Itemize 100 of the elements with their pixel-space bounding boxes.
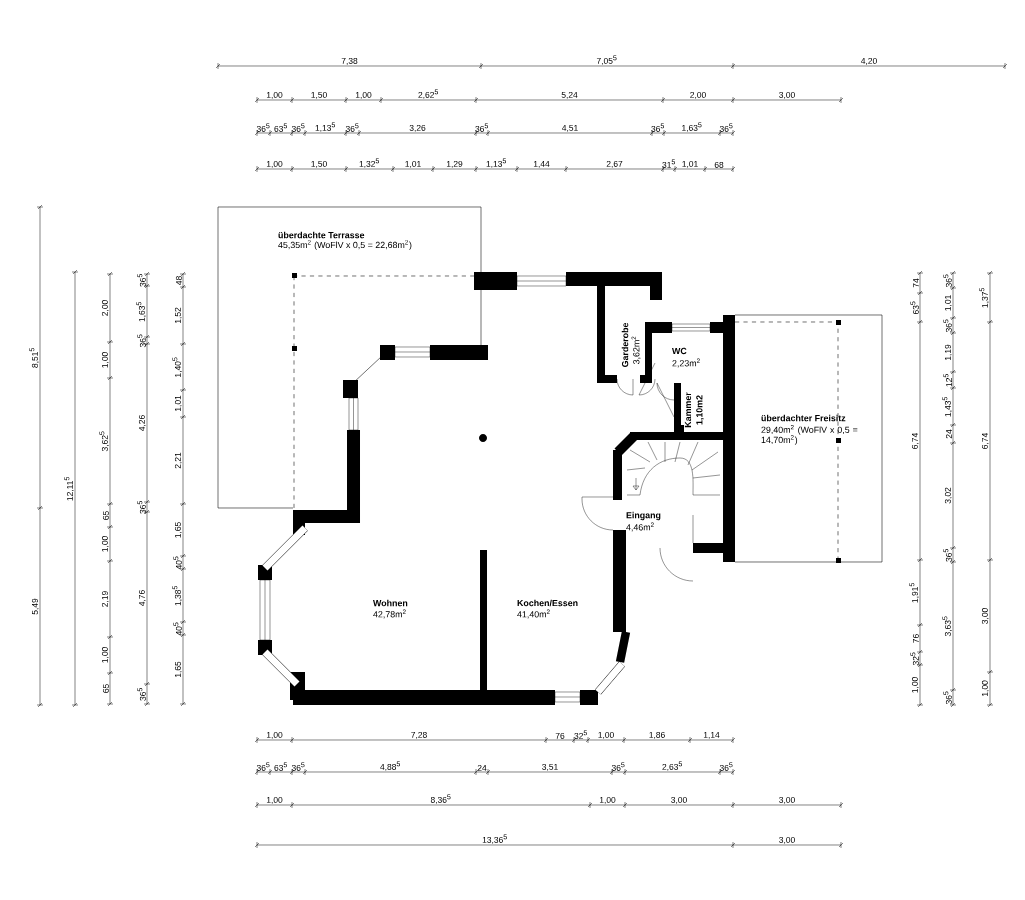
dimension-label: 1,37$^{5}$ xyxy=(979,288,989,308)
dimension-label: 36$^{5}$ xyxy=(943,549,952,562)
dimension-label: 6,74 xyxy=(981,433,989,449)
dimension-label: 7,38 xyxy=(341,57,358,65)
dimension-label: 1,00 xyxy=(266,91,283,99)
dimension-label: 63$^{5}$ xyxy=(274,762,287,771)
room-name: WC xyxy=(672,347,687,355)
dimension-label: 36$^{5}$ xyxy=(611,762,625,771)
dimension-label: 36$^{5}$ xyxy=(719,123,733,132)
dimension-label: 36$^{5}$ xyxy=(137,334,146,348)
dimension-label: 1,00 xyxy=(266,796,283,804)
dimension-label: 7,05$^{5}$ xyxy=(596,55,617,65)
dimension-label: 36$^{5}$ xyxy=(719,762,733,771)
dimension-label: 36$^{5}$ xyxy=(943,691,952,705)
dimension-label: 1,00 xyxy=(355,91,372,99)
dimension-label: 3,00 xyxy=(779,796,795,804)
dimension-label: 36$^{5}$ xyxy=(345,123,359,132)
dimension-label: 36$^{5}$ xyxy=(943,274,952,288)
dimension-label: 36$^{5}$ xyxy=(137,274,146,287)
dimension-label: 1,63$^{5}$ xyxy=(682,122,702,132)
dimension-label: 36$^{5}$ xyxy=(651,123,664,132)
dimension-label: 2,62$^{5}$ xyxy=(418,89,439,99)
dimension-label: 63$^{5}$ xyxy=(910,301,919,315)
area-label: 29,40m$^{2}$ (WoFlV x 0,5 = 14,70m$^{2}$) xyxy=(761,425,858,445)
dimension-label: 3,51 xyxy=(542,763,558,771)
dimension-label: 24 xyxy=(946,429,952,439)
dimension-label: 2,00 xyxy=(101,300,109,316)
dimension-label: 32$^{5}$ xyxy=(574,730,587,739)
dimension-label: 1,50 xyxy=(311,91,327,99)
dimension-label: 1,52 xyxy=(174,307,182,324)
dimension-label: 1,50 xyxy=(311,160,327,168)
dimension-label: 1,65 xyxy=(174,522,182,538)
dimension-label: 1,13$^{5}$ xyxy=(315,122,336,132)
room-name: überdachter Freisitz xyxy=(761,414,846,422)
room-name: Wohnen xyxy=(373,599,408,607)
dimension-label: 3,26 xyxy=(409,124,426,132)
area-label: 4,46m$^{2}$ xyxy=(626,522,654,532)
dimension-label: 1,01 xyxy=(174,395,182,412)
dimension-label: 1,43$^{5}$ xyxy=(942,397,952,417)
dimension-label: 36$^{5}$ xyxy=(256,762,270,771)
dimension-label: 1,00 xyxy=(911,677,919,693)
dimension-label: 2,63$^{5}$ xyxy=(662,761,683,771)
area-label: 45,35m$^{2}$ (WoFlV x 0,5 = 22,68m$^{2}$) xyxy=(278,240,412,250)
dimension-label: 1,86 xyxy=(649,731,665,739)
dimension-label: 36$^{5}$ xyxy=(256,123,270,132)
dimension-label: 74 xyxy=(913,278,919,288)
dimension-label: 1,65 xyxy=(174,661,182,678)
dimension-label: 6,74 xyxy=(911,433,919,449)
dimension-label: 1,01 xyxy=(944,295,952,311)
room-name: Kammer xyxy=(684,392,692,428)
dimension-label: 63$^{5}$ xyxy=(274,123,287,132)
dimension-label: 1,13$^{5}$ xyxy=(486,158,507,168)
dimension-label: 1,32$^{5}$ xyxy=(359,158,380,168)
dimension-label: 3,62$^{5}$ xyxy=(99,431,109,452)
dimension-label: 3,00 xyxy=(671,796,687,804)
dimension-label: 31$^{5}$ xyxy=(662,159,675,168)
area-label: 2,23m$^{2}$ xyxy=(672,358,700,368)
dimension-label: 4,88$^{5}$ xyxy=(380,761,401,771)
dimension-label: 1,40$^{5}$ xyxy=(172,357,182,377)
dimension-label: 1,19 xyxy=(944,344,952,361)
dimension-label: 12,11$^{5}$ xyxy=(64,476,74,501)
dimension-label: 2,21 xyxy=(174,452,182,469)
dimension-label: 1,01 xyxy=(405,160,421,168)
dimension-label: 3,63$^{5}$ xyxy=(942,616,952,637)
dimension-label: 65 xyxy=(102,684,109,693)
room-name: überdachte Terrasse xyxy=(278,231,365,239)
dimension-label: 3,00 xyxy=(779,836,795,844)
dimension-label: 36$^{5}$ xyxy=(943,319,952,333)
dimension-label: 1,91$^{5}$ xyxy=(909,583,919,603)
dimension-label: 7,28 xyxy=(411,731,427,739)
room-name: Garderobe xyxy=(621,322,629,368)
dimension-label: 1,00 xyxy=(101,536,109,552)
dimension-label: 4,51 xyxy=(562,125,578,132)
dimension-label: 2,67 xyxy=(606,160,623,168)
dimension-label: 1,44 xyxy=(533,161,550,168)
dimension-label: 5,49 xyxy=(31,598,39,615)
dimension-label: 1,14 xyxy=(703,732,720,739)
room-name: Eingang xyxy=(626,511,661,521)
dimension-label: 40$^{5}$ xyxy=(173,622,182,636)
dimension-label: 4,20 xyxy=(861,57,877,65)
area-label: 42,78m$^{2}$ xyxy=(373,609,406,619)
dimension-label: 3,00 xyxy=(981,608,989,624)
dimension-label: 1,00 xyxy=(981,680,989,697)
dimension-label: 8,51$^{5}$ xyxy=(29,348,39,368)
area-label: 41,40m$^{2}$ xyxy=(517,609,550,619)
dimension-label: 12$^{5}$ xyxy=(943,374,952,387)
dimension-label: 24 xyxy=(477,765,487,771)
dimension-label: 1,00 xyxy=(266,731,283,739)
dimension-label: 36$^{5}$ xyxy=(291,123,305,132)
dimension-label: 76 xyxy=(555,732,565,739)
dimension-label: 40$^{5}$ xyxy=(173,556,182,570)
dimension-label: 36$^{5}$ xyxy=(475,123,488,132)
dimension-label: 32$^{5}$ xyxy=(910,652,919,666)
dimension-label: 2,19 xyxy=(101,591,109,607)
dimension-label: 4,26 xyxy=(138,415,146,431)
dimension-label: 1,00 xyxy=(599,796,616,804)
dimension-label: 36$^{5}$ xyxy=(137,501,146,514)
dimension-label: 68 xyxy=(714,161,724,168)
dimension-label: 1,63$^{5}$ xyxy=(136,302,146,322)
dimension-label: 36$^{5}$ xyxy=(137,688,146,701)
